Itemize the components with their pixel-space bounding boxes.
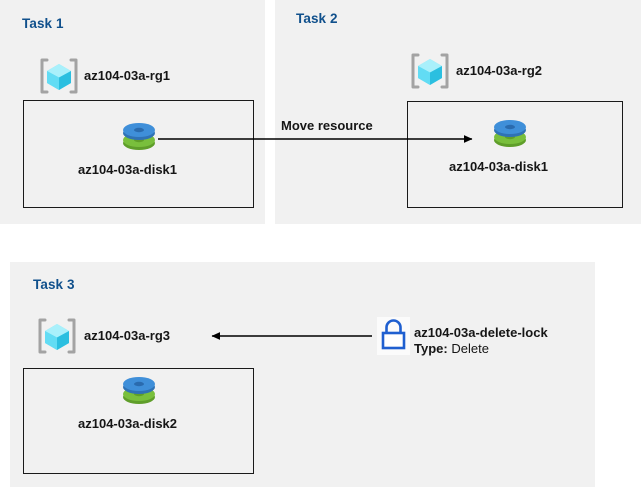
lock-name-label: az104-03a-delete-lock <box>414 325 548 340</box>
managed-disk-icon <box>119 369 159 413</box>
resource-group-label-rg2: az104-03a-rg2 <box>456 63 542 78</box>
panel-title-task-1: Task 1 <box>22 16 64 31</box>
move-resource-label: Move resource <box>281 118 373 133</box>
resource-container-task-2 <box>407 101 623 208</box>
resource-container-task-1 <box>23 100 254 208</box>
lock-type-value: Delete <box>451 341 489 356</box>
resource-group-label-rg3: az104-03a-rg3 <box>84 328 170 343</box>
resource-group-icon <box>409 51 451 91</box>
lock-type-key: Type: <box>414 341 448 356</box>
resource-group-icon <box>36 316 78 356</box>
panel-title-task-3: Task 3 <box>33 277 75 292</box>
managed-disk-icon <box>490 112 530 156</box>
disk-label-task-2: az104-03a-disk1 <box>449 159 549 174</box>
disk-label-task-1: az104-03a-disk1 <box>78 162 178 177</box>
resource-group-icon <box>38 56 80 96</box>
disk-label-task-3: az104-03a-disk2 <box>78 416 178 431</box>
resource-group-label-rg1: az104-03a-rg1 <box>84 68 170 83</box>
panel-title-task-2: Task 2 <box>296 11 338 26</box>
managed-disk-icon <box>119 115 159 159</box>
lock-type-label: Type: Delete <box>414 341 489 356</box>
lock-icon <box>377 317 410 355</box>
